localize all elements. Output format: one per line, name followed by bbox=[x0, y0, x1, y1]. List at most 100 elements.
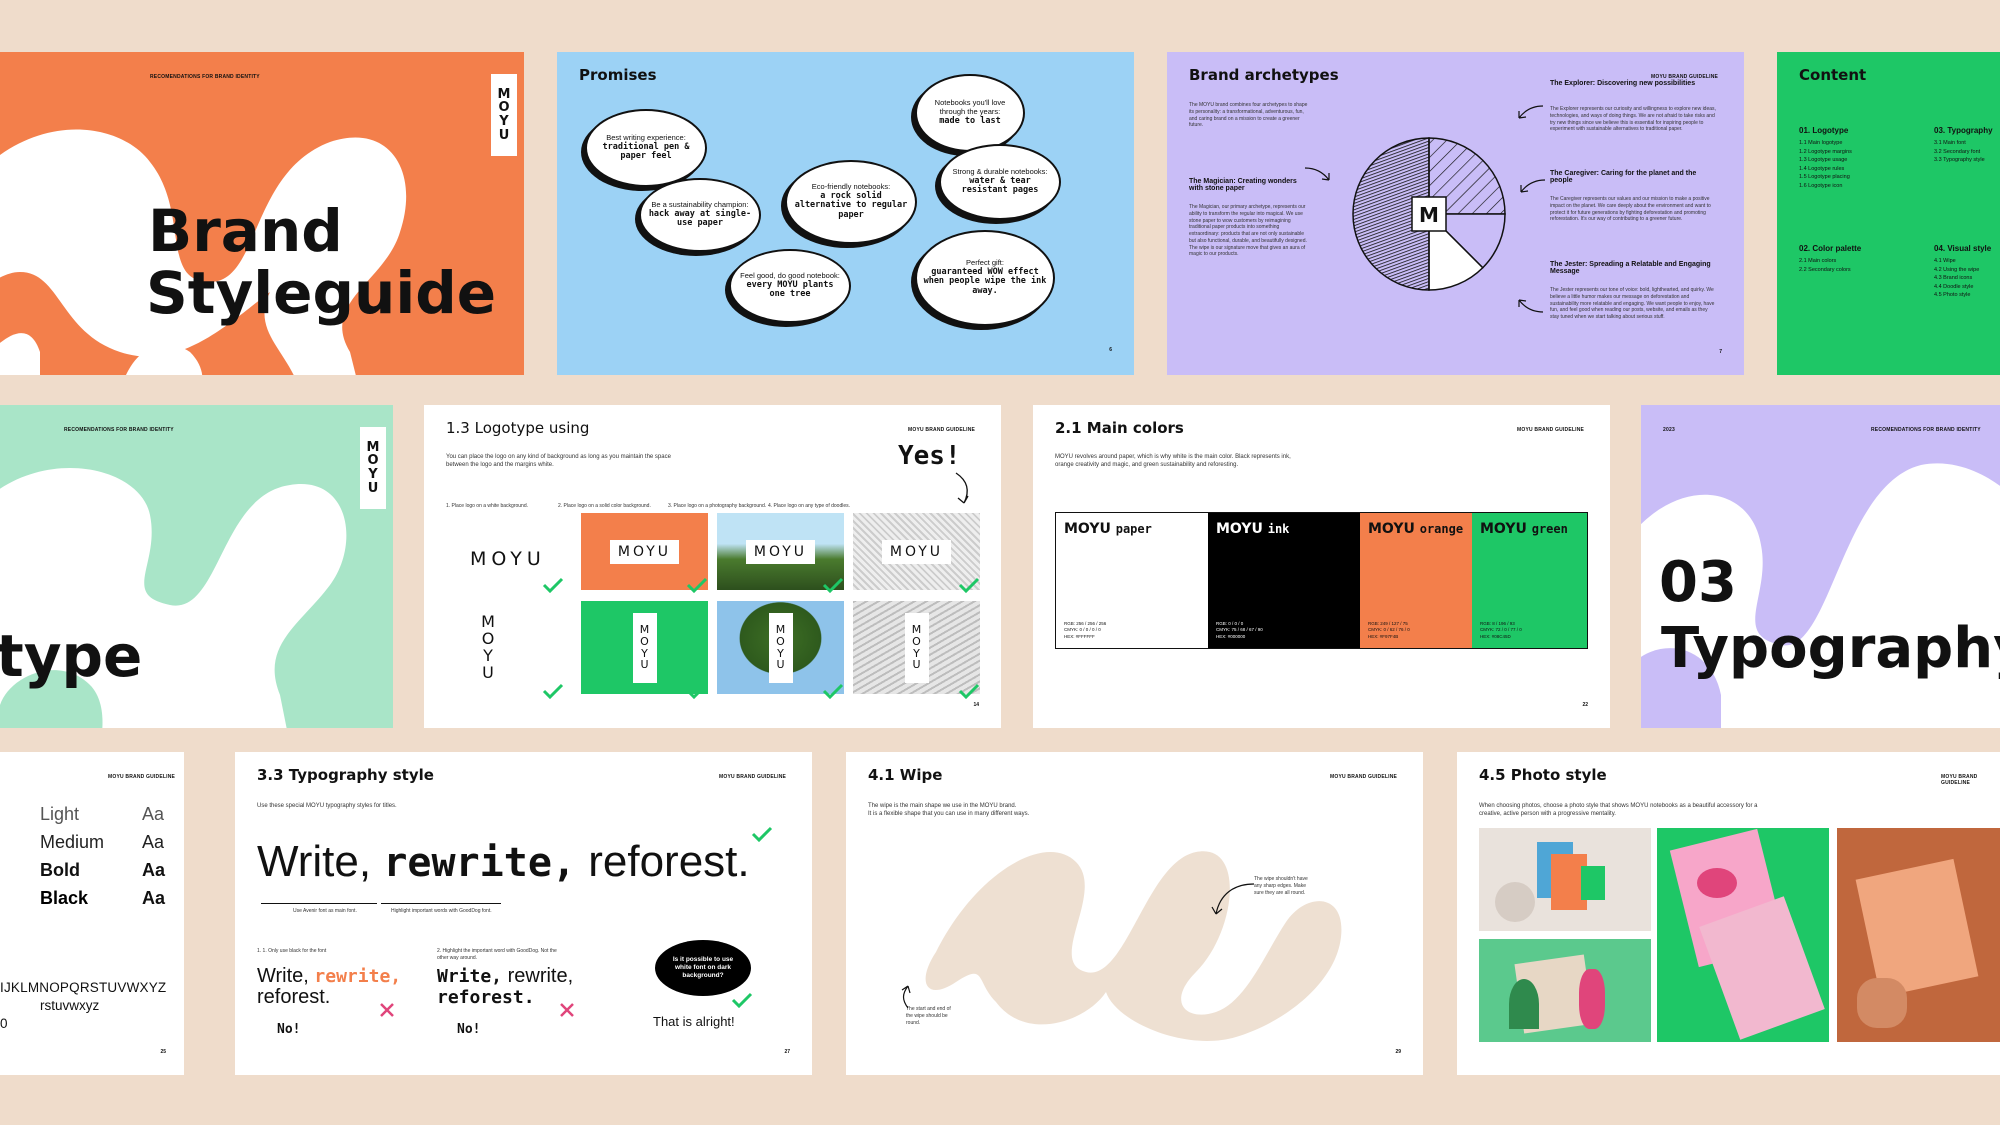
alphabet-upper: IJKLMNOPQRSTUVWXYZ bbox=[0, 980, 167, 995]
slide-wipe[interactable]: 4.1 Wipe MOYU BRAND GUIDELINE The wipe i… bbox=[846, 752, 1423, 1075]
headline-example: Write, rewrite, reforest. bbox=[257, 837, 750, 886]
slide-title: 4.5 Photo style bbox=[1479, 766, 1607, 784]
underline bbox=[261, 903, 377, 904]
slide-photo-style[interactable]: 4.5 Photo style MOYU BRAND GUIDELINE Whe… bbox=[1457, 752, 2000, 1075]
wrong-example-1: Write, rewrite,reforest. bbox=[257, 965, 402, 1008]
logo-usage-intro: You can place the logo on any kind of ba… bbox=[446, 454, 671, 469]
caption-4: 4. Place logo on any type of doodles. bbox=[768, 503, 851, 509]
magician-title: The Magician: Creating wonders with ston… bbox=[1189, 178, 1297, 192]
slide-header: MOYU BRAND GUIDELINE bbox=[1651, 74, 1719, 80]
speech-bubble: Best writing experience:traditional pen … bbox=[585, 109, 707, 187]
page-number: 27 bbox=[784, 1049, 790, 1055]
rule-2: 2. Highlight the important word with Goo… bbox=[437, 948, 557, 961]
slide-header: MOYU BRAND GUIDELINE bbox=[908, 427, 976, 433]
page-number: 7 bbox=[1719, 349, 1722, 355]
slide-main-colors[interactable]: 2.1 Main colors MOYU BRAND GUIDELINE MOY… bbox=[1033, 405, 1610, 728]
speech-bubble: Strong & durable notebooks:water & tear … bbox=[939, 144, 1061, 220]
section-number: 03 bbox=[1659, 550, 1737, 615]
archetype-pie-chart: M bbox=[1352, 137, 1506, 291]
slide-brand-styleguide[interactable]: RECOMENDATIONS FOR BRAND IDENTITY Brand … bbox=[0, 52, 524, 375]
caption-2: 2. Place logo on a solid color backgroun… bbox=[558, 503, 651, 509]
cross-icon bbox=[380, 1003, 394, 1017]
weight-medium: Medium bbox=[40, 832, 105, 852]
alright-text: That is alright! bbox=[653, 1014, 735, 1029]
magician-text: The Magician, our primary archetype, rep… bbox=[1189, 204, 1307, 258]
arrow-icon bbox=[1304, 167, 1330, 181]
checkmark-icon bbox=[958, 577, 980, 593]
slide-logotype-cover[interactable]: RECOMENDATIONS FOR BRAND IDENTITY type M… bbox=[0, 405, 393, 728]
photo-pink-notebooks bbox=[1657, 828, 1829, 1042]
speech-bubble: Perfect gift:guaranteed WOW effect when … bbox=[915, 230, 1055, 326]
sample-light: Aa bbox=[142, 804, 165, 824]
sample-medium: Aa bbox=[142, 832, 165, 852]
caregiver-text: The Caregiver represents our values and … bbox=[1550, 196, 1711, 223]
pie-slice-jester bbox=[1428, 212, 1484, 291]
arrow-icon bbox=[901, 985, 911, 1009]
slide-brand-archetypes[interactable]: Brand archetypes MOYU BRAND GUIDELINE Th… bbox=[1167, 52, 1744, 375]
speech-bubble: Be a sustainability champion:hack away a… bbox=[639, 178, 761, 252]
slide-typography-cover[interactable]: 2023 RECOMENDATIONS FOR BRAND IDENTITY 0… bbox=[1641, 405, 2000, 728]
checkmark-icon bbox=[542, 683, 564, 699]
pie-slice-explorer bbox=[1428, 137, 1506, 215]
moyu-logo-horizontal: MOYU bbox=[470, 548, 546, 570]
checkmark-icon bbox=[542, 577, 564, 593]
jester-text: The Jester represents our tone of voice:… bbox=[1550, 287, 1715, 320]
page-number: 14 bbox=[973, 702, 979, 708]
page-number: 22 bbox=[1582, 702, 1588, 708]
caption-goodog-font: Highlight important words with GoodDog f… bbox=[391, 908, 492, 914]
caption-main-font: Use Avenir font as main font. bbox=[293, 908, 357, 914]
pie-slice-magician bbox=[1352, 137, 1430, 291]
slide-title: Brand archetypes bbox=[1189, 66, 1339, 84]
slide-main-font[interactable]: MOYU BRAND GUIDELINE Light Medium Bold B… bbox=[0, 752, 184, 1075]
rule-1: 1. 1. Only use black for the font bbox=[257, 948, 327, 954]
slide-header: RECOMENDATIONS FOR BRAND IDENTITY bbox=[150, 74, 260, 80]
caption-1: 1. Place logo on a white background. bbox=[446, 503, 528, 509]
arrow-icon bbox=[1518, 105, 1544, 119]
slide-year: 2023 bbox=[1663, 427, 1675, 433]
caption-3: 3. Place logo on a photography backgroun… bbox=[668, 503, 767, 509]
slide-title: 4.1 Wipe bbox=[868, 766, 943, 784]
checkmark-icon bbox=[822, 683, 844, 699]
doodle-tile: MOYU bbox=[853, 513, 980, 590]
slide-header: MOYU BRAND GUIDELINE bbox=[1517, 427, 1585, 433]
explorer-text: The Explorer represents our curiosity an… bbox=[1550, 106, 1716, 133]
slide-title: 3.3 Typography style bbox=[257, 766, 434, 784]
weight-black: Black bbox=[40, 888, 89, 908]
dark-bubble: Is it possible to use white font on dark… bbox=[655, 940, 751, 996]
page-number: 25 bbox=[160, 1049, 166, 1055]
wipe-intro-1: The wipe is the main shape we use in the… bbox=[868, 803, 1017, 809]
wipe-shape bbox=[925, 851, 1342, 1041]
sample-bold: Aa bbox=[142, 860, 166, 880]
title-brand: Brand bbox=[148, 197, 343, 265]
wipe-shape bbox=[0, 129, 407, 375]
slide-title: 2.1 Main colors bbox=[1055, 419, 1184, 437]
wipe-note-ends: The start and end of the wipe should be … bbox=[906, 1006, 951, 1026]
yes-doodle: Yes! bbox=[898, 441, 961, 471]
photo-hands-notebook bbox=[1837, 828, 2000, 1042]
no-doodle: No! bbox=[277, 1022, 301, 1037]
slide-logotype-using[interactable]: 1.3 Logotype using MOYU BRAND GUIDELINE … bbox=[424, 405, 1001, 728]
checkmark-icon bbox=[731, 992, 753, 1008]
photo-notebooks bbox=[1479, 828, 1651, 931]
slide-promises[interactable]: Promises Best writing experience:traditi… bbox=[557, 52, 1134, 375]
wipe-shape bbox=[1641, 463, 2000, 728]
slide-header: MOYU BRAND GUIDELINE bbox=[1941, 774, 1978, 786]
checkmark-icon bbox=[686, 577, 708, 593]
wipe-intro-2: It is a flexible shape that you can use … bbox=[868, 811, 1030, 817]
slide-title: Content bbox=[1799, 66, 1867, 84]
slide-typography-style[interactable]: 3.3 Typography style MOYU BRAND GUIDELIN… bbox=[235, 752, 812, 1075]
checkmark-icon bbox=[686, 683, 708, 699]
title-typography: Typography bbox=[1661, 616, 2000, 681]
